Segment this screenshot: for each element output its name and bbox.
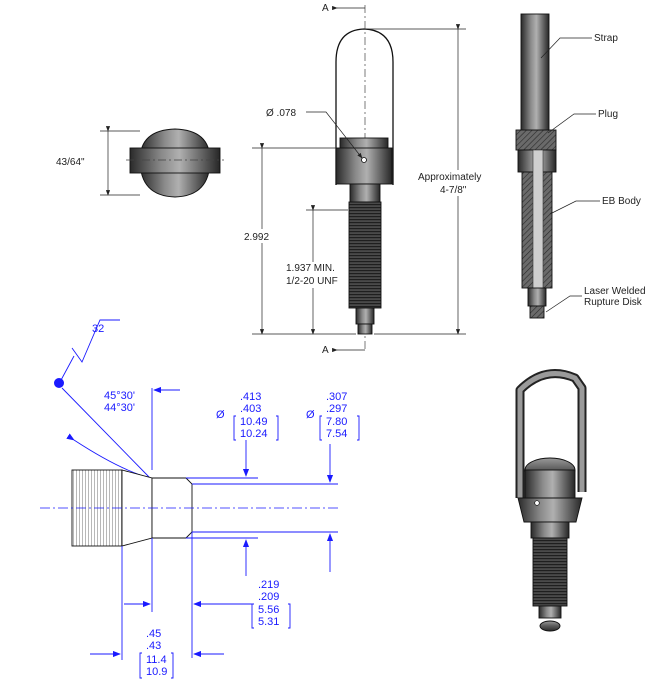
finish-leader (59, 355, 75, 383)
iso-vent-hole (534, 500, 540, 506)
surface-finish-symbol (71, 319, 120, 363)
top-view: 43/64" (56, 126, 224, 198)
chamfer-angle-2: 44°30' (104, 402, 135, 414)
len1-mm-min: 5.31 (258, 616, 279, 628)
section-label-bottom: A (322, 345, 329, 356)
len2-bracket (139, 652, 174, 679)
vent-hole (361, 157, 367, 163)
overall-label-2: 4-7/8" (440, 185, 467, 196)
body-tip-section (527, 287, 547, 307)
len2-min: .43 (146, 640, 161, 652)
callout-strap: Strap (594, 33, 618, 44)
callout-plug: Plug (598, 109, 618, 120)
dia2-bracket (319, 415, 360, 441)
hole-dim: Ø .078 (266, 108, 296, 119)
leader-plug (547, 113, 596, 134)
overall-label-1: Approximately (418, 172, 481, 183)
tip (357, 323, 373, 335)
hole-leader (306, 111, 363, 159)
callout-rupture-disk: Rupture Disk (584, 297, 643, 308)
section-view: Strap Plug EB Body Laser Welded Rupture … (515, 13, 646, 319)
thread-length-dim: 1.937 MIN. (286, 263, 335, 274)
leader-rupture-disk (545, 295, 582, 313)
dia2-mm-max: 7.80 (326, 416, 347, 428)
iso-strap-highlight (517, 371, 585, 498)
iso-hex (517, 497, 583, 523)
isometric-view (515, 369, 587, 632)
iso-shank (530, 521, 570, 539)
thread (348, 201, 382, 309)
label-bg (240, 229, 276, 243)
cap-flange (129, 147, 221, 174)
len1-mm-max: 5.56 (258, 604, 279, 616)
dia1-mm-max: 10.49 (240, 416, 268, 428)
plug-section (515, 129, 557, 151)
dia1-min: .403 (240, 403, 261, 415)
leader-strap (540, 37, 592, 59)
bore (532, 149, 544, 296)
detail-view: 32 45°30' 44°30' Ø .413 .403 10.49 10.24… (40, 319, 360, 679)
len2-mm-max: 11.4 (146, 654, 167, 666)
label-bg (414, 170, 496, 196)
iso-thread (532, 537, 568, 607)
callout-eb-body: EB Body (602, 196, 641, 207)
len1-min: .209 (258, 591, 279, 603)
label-bg (282, 262, 346, 288)
section-label-top: A (322, 3, 329, 14)
rupture-disk-section (529, 305, 545, 319)
dia1-mm-min: 10.24 (240, 428, 268, 440)
thread-relief (355, 307, 375, 325)
strap-section (520, 13, 550, 137)
front-view: A A Ø .078 2.992 1.937 MIN. 1/2-20 UNF (240, 3, 496, 356)
len2-mm-min: 10.9 (146, 666, 167, 678)
iso-tip (539, 620, 561, 632)
dia2-min: .297 (326, 403, 347, 415)
dia1-bracket (233, 415, 279, 441)
iso-relief (538, 605, 562, 619)
dia2-symbol: Ø (306, 409, 315, 421)
len1-bracket (251, 603, 291, 629)
height-dim: 2.992 (244, 232, 269, 243)
iso-plug (524, 469, 576, 499)
shank (349, 183, 381, 203)
top-view-height-dim: 43/64" (56, 157, 85, 168)
dia2-max: .307 (326, 391, 347, 403)
finish-dot (54, 378, 64, 388)
surface-finish-value: 32 (92, 323, 104, 335)
thread-spec: 1/2-20 UNF (286, 276, 338, 287)
chamfer-extension (61, 387, 151, 479)
leader-eb-body (549, 200, 600, 215)
callout-laser-welded: Laser Welded (584, 286, 646, 297)
chamfer-angle-1: 45°30' (104, 390, 135, 402)
dia2-mm-min: 7.54 (326, 428, 347, 440)
len1-max: .219 (258, 579, 279, 591)
dia1-symbol: Ø (216, 409, 225, 421)
hex-nut (335, 147, 393, 185)
len2-max: .45 (146, 628, 161, 640)
dia1-max: .413 (240, 391, 261, 403)
